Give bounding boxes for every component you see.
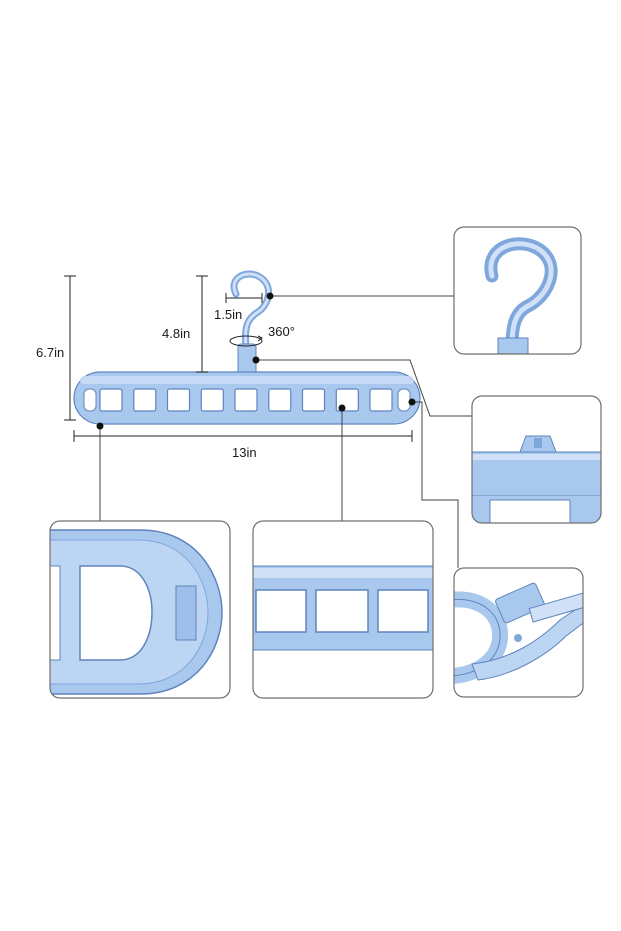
rotation-arrow-icon xyxy=(229,335,263,347)
hanger-end-slot xyxy=(397,388,411,412)
neck-detail-panel xyxy=(471,395,602,524)
neck-joint-closeup-icon xyxy=(472,435,601,523)
slots-closeup-icon xyxy=(253,565,433,651)
rotation-label: 360° xyxy=(268,324,295,339)
hanger-main xyxy=(73,270,421,425)
hanger-end-slot xyxy=(83,388,97,412)
end-detail-panel xyxy=(49,520,231,699)
dimension-lines xyxy=(64,275,413,442)
hanger-slot xyxy=(369,388,393,412)
hanger-slot xyxy=(301,388,326,412)
hook-width-label: 1.5in xyxy=(214,307,242,322)
hanger-slot xyxy=(268,388,292,412)
folding-detail-panel xyxy=(453,567,584,698)
folding-hinge-closeup-icon xyxy=(454,582,583,684)
neck-callout-line xyxy=(256,359,472,417)
hook-detail-panel xyxy=(453,226,582,355)
total-width-label: 13in xyxy=(232,445,257,460)
hanger-slot xyxy=(133,388,157,412)
hanger-height-label: 4.8in xyxy=(162,326,190,341)
hook-closeup-icon xyxy=(484,237,558,354)
folding-callout-line xyxy=(412,401,459,568)
total-height-label: 6.7in xyxy=(36,345,64,360)
callout-dots xyxy=(96,292,416,430)
hanger-slot xyxy=(234,388,258,412)
hanger-slot xyxy=(166,388,191,412)
hanger-slot xyxy=(99,388,123,412)
hanger-slots xyxy=(83,388,411,412)
rounded-end-closeup-icon xyxy=(50,529,223,695)
slots-detail-panel xyxy=(252,520,434,699)
callout-lines xyxy=(99,295,472,568)
hanger-slot xyxy=(200,388,224,412)
